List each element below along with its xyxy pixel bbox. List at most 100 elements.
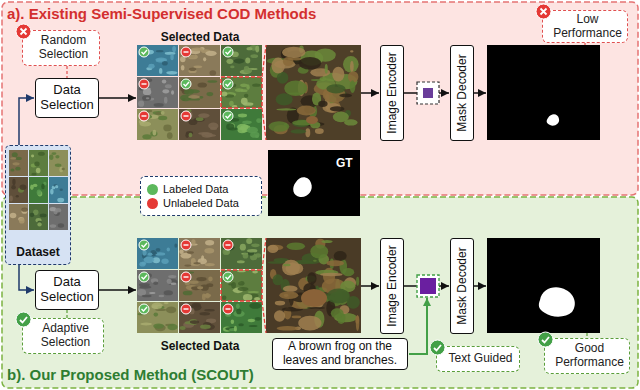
label-mark: [184, 51, 189, 52]
texture-patch: [350, 61, 354, 73]
texture-patch: [203, 57, 206, 61]
texture-patch: [277, 72, 289, 84]
texture-patch: [163, 125, 171, 132]
texture-patch: [174, 244, 177, 248]
image-tile: [221, 77, 262, 108]
process-box: Data Selection: [35, 78, 99, 118]
texture-patch: [30, 184, 34, 190]
label-mark: [226, 275, 232, 279]
texture-patch: [10, 213, 17, 219]
texture-patch: [240, 89, 247, 92]
texture-patch: [290, 129, 306, 133]
gt-label: GT: [336, 156, 353, 170]
texture-patch: [222, 295, 226, 299]
texture-patch: [237, 287, 248, 291]
texture-patch: [22, 208, 28, 213]
image-tile: [137, 302, 178, 333]
image-tile: [49, 204, 68, 230]
texture-patch: [243, 253, 249, 259]
texture-patch: [237, 260, 245, 263]
node-text: Good Performance: [554, 342, 625, 370]
texture-patch: [144, 256, 155, 263]
texture-patch: [196, 117, 204, 121]
texture-patch: [156, 248, 161, 252]
texture-patch: [209, 70, 216, 75]
texture-patch: [168, 275, 176, 278]
texture-patch: [11, 185, 16, 189]
texture-patch: [321, 240, 332, 243]
label-dot: [223, 240, 233, 250]
texture-patch: [320, 273, 343, 276]
texture-patch: [165, 52, 176, 55]
texture-patch: [152, 252, 157, 254]
decoder-box: Mask Decoder: [450, 45, 474, 141]
texture-patch: [205, 240, 214, 246]
texture-patch: [9, 195, 13, 201]
texture-patch: [268, 261, 286, 264]
texture-patch: [205, 51, 216, 56]
texture-patch: [49, 155, 53, 161]
panel-band: b). Our Proposed Method (SCOUT)Data Sele…: [2, 197, 638, 388]
texture-patch: [205, 134, 216, 137]
label-mark: [142, 275, 148, 279]
gt-blob: [293, 177, 312, 197]
flow-arrow: [99, 97, 136, 99]
flow-arrow: [361, 92, 379, 94]
texture-patch: [38, 152, 45, 156]
texture-patch: [208, 277, 213, 282]
label-dot: [139, 272, 149, 282]
label-dot: [181, 240, 191, 250]
icon-disc: [430, 340, 445, 355]
label-mark: [226, 82, 232, 86]
texture-patch: [307, 307, 325, 309]
flow-arrow: [361, 285, 379, 287]
label-mark: [142, 115, 147, 116]
zoom-line: [262, 108, 266, 140]
texture-patch: [139, 285, 151, 288]
texture-patch: [242, 120, 252, 124]
node-text: Data Selection: [40, 275, 94, 305]
label-dot: [139, 240, 149, 250]
legend-text: Unlabeled Data: [163, 197, 239, 209]
texture-patch: [170, 54, 173, 61]
texture-patch: [164, 302, 169, 304]
texture-patch: [267, 245, 278, 253]
texture-patch: [248, 319, 255, 322]
texture-patch: [333, 112, 349, 123]
texture-patch: [55, 208, 61, 213]
flow-arrow: [99, 289, 136, 291]
flow-arrow: [474, 285, 486, 287]
node-text: Adaptive Selection: [32, 322, 99, 350]
image-tile: [179, 270, 220, 301]
icon-disc: [536, 4, 551, 19]
texture-patch: [231, 319, 234, 324]
zoom-line: [262, 238, 266, 270]
label-mark: [142, 243, 148, 247]
connector: [66, 66, 67, 78]
texture-patch: [243, 294, 252, 301]
output-mask: [487, 238, 600, 333]
texture-patch: [244, 69, 252, 74]
text-guide-arrow: [409, 298, 427, 354]
texture-patch: [198, 113, 210, 118]
icon-disc: [16, 312, 31, 327]
output-mask: [487, 45, 600, 140]
texture-patch: [273, 274, 284, 285]
texture-patch: [31, 173, 36, 176]
texture-patch: [172, 46, 176, 52]
texture-patch: [226, 123, 234, 130]
image-tile: [29, 204, 48, 230]
texture-patch: [167, 248, 170, 252]
texture-patch: [183, 291, 193, 296]
label-dot: [223, 111, 233, 121]
texture-patch: [221, 91, 227, 96]
label-dot: [181, 272, 191, 282]
texture-patch: [149, 292, 155, 294]
image-tile: [179, 302, 220, 333]
callout-leader: [584, 43, 585, 45]
label-mark: [226, 244, 231, 245]
zoom-box: [221, 270, 262, 301]
texture-patch: [192, 303, 201, 307]
texture-patch: [331, 308, 344, 318]
image-tile: [137, 45, 178, 76]
